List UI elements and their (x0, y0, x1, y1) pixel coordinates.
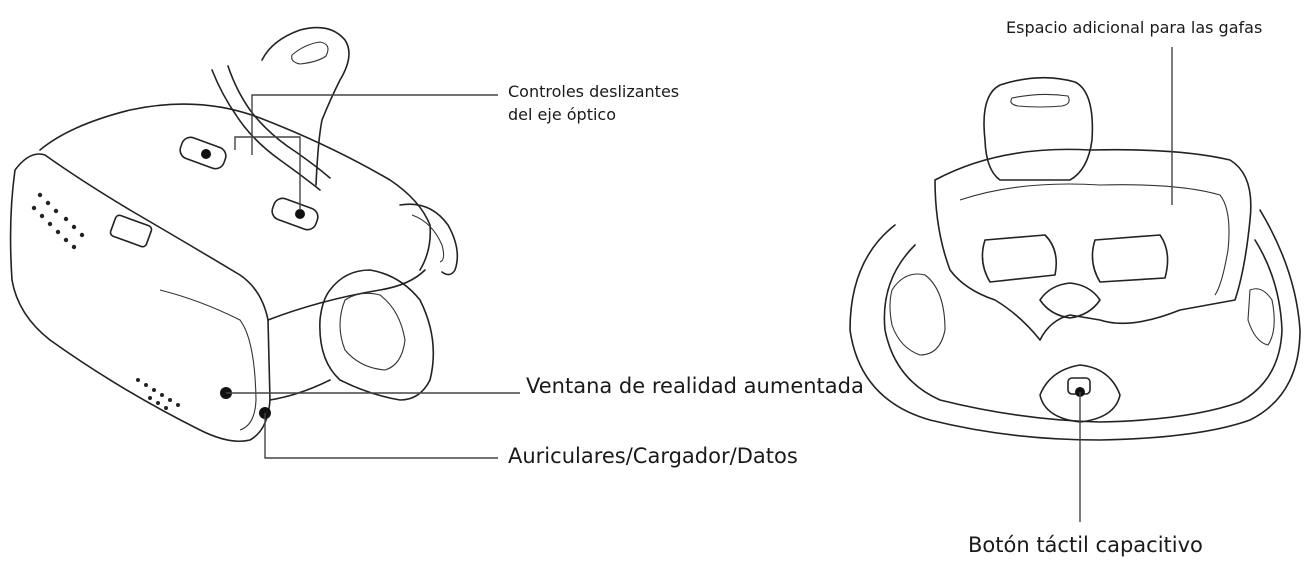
headset-back-illustration (849, 76, 1301, 441)
optical-axis-slides-label-line1: Controles deslizantes (508, 82, 680, 101)
optical-axis-slides-label-line2: del eje óptico (508, 105, 616, 124)
capacitive-button-label: Botón táctil capacitivo (968, 533, 1203, 557)
leader-lines-right (1079, 47, 1173, 522)
glasses-space-label: Espacio adicional para las gafas (1006, 18, 1263, 37)
ar-window-label: Ventana de realidad aumentada (526, 374, 864, 398)
optical-axis-slides-label: Controles deslizantes del eje óptico (508, 80, 679, 126)
leader-lines-left (226, 94, 520, 459)
ports-label: Auriculares/Cargador/Datos (508, 444, 798, 468)
headset-front-illustration (9, 26, 459, 443)
